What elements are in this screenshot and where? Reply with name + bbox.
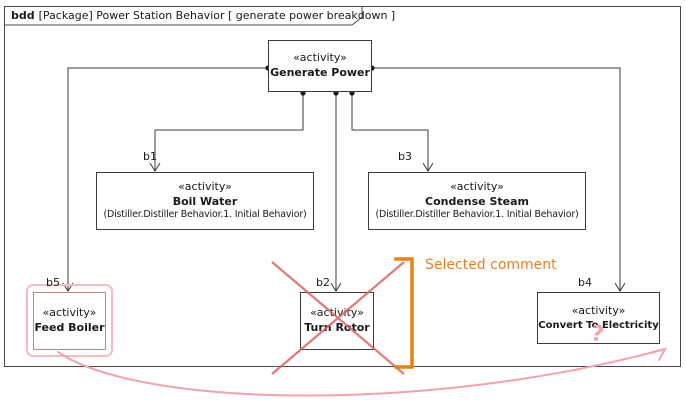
diagram-title-text: [Package] Power Station Behavior [ gener… <box>38 9 396 22</box>
node-name: Boil Water <box>172 194 238 208</box>
activity-node-feed-boiler[interactable]: «activity» Feed Boiler <box>33 292 106 350</box>
node-detail: (Distiller.Distiller Behavior.1. Initial… <box>375 209 579 221</box>
activity-node-turn-rotor[interactable]: «activity» Turn Rotor <box>300 292 374 350</box>
node-name: Convert To Electricity <box>538 319 659 331</box>
stereotype-label: «activity» <box>42 306 97 320</box>
node-detail: (Distiller.Distiller Behavior.1. Initial… <box>103 209 307 221</box>
stereotype-label: «activity» <box>310 306 364 320</box>
edge-label-b2[interactable]: b2 <box>316 276 330 289</box>
activity-node-convert-to-electricity[interactable]: «activity» Convert To Electricity <box>537 292 660 344</box>
node-name: Turn Rotor <box>304 321 370 334</box>
stereotype-label: «activity» <box>293 51 347 65</box>
activity-node-condense-steam[interactable]: «activity» Condense Steam (Distiller.Dis… <box>368 172 586 230</box>
node-name: Generate Power <box>270 66 370 79</box>
stereotype-label: «activity» <box>450 179 504 193</box>
edge-label-b4[interactable]: b4 <box>578 276 592 289</box>
stereotype-label: «activity» <box>571 303 626 317</box>
edge-label-b3[interactable]: b3 <box>398 150 412 163</box>
activity-node-boil-water[interactable]: «activity» Boil Water (Distiller.Distill… <box>96 172 314 230</box>
activity-node-generate-power[interactable]: «activity» Generate Power <box>268 40 372 92</box>
edge-label-b5[interactable]: b5 <box>46 276 60 289</box>
edge-label-b1[interactable]: b1 <box>143 150 157 163</box>
node-name: Condense Steam <box>425 194 529 208</box>
selected-comment-label[interactable]: Selected comment <box>425 257 557 273</box>
diagram-title-tab[interactable]: bdd [Package] Power Station Behavior [ g… <box>4 6 395 25</box>
node-name: Feed Boiler <box>34 321 105 334</box>
diagram-kind-keyword: bdd <box>11 9 35 22</box>
stereotype-label: «activity» <box>178 179 232 193</box>
